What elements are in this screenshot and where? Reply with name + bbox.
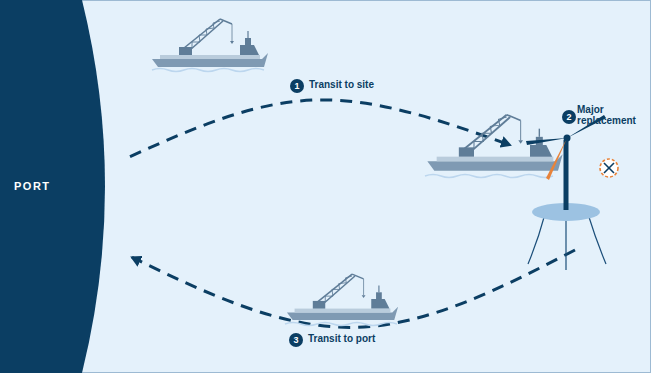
crane-vessel [287, 274, 398, 320]
port-fill [0, 0, 105, 373]
water-ripples [152, 69, 553, 326]
floating-wind-turbine [526, 115, 606, 270]
callout-number: 1 [290, 79, 304, 93]
step-heading: Major replacement [577, 104, 636, 126]
step-label: Transit to site [307, 79, 376, 90]
turbine-site: Major replacement [510, 100, 645, 250]
port-label: PORT [14, 180, 51, 192]
callout-number: 2 [562, 110, 576, 124]
crane-vessel [427, 115, 562, 171]
step-label: Transit to port [306, 333, 377, 344]
transit-arc [130, 100, 510, 157]
crane-vessel [152, 19, 268, 67]
repair-icon [600, 159, 618, 177]
transit-arc [132, 250, 575, 327]
port-band: PORT [0, 0, 110, 373]
callout-number: 3 [289, 333, 303, 347]
